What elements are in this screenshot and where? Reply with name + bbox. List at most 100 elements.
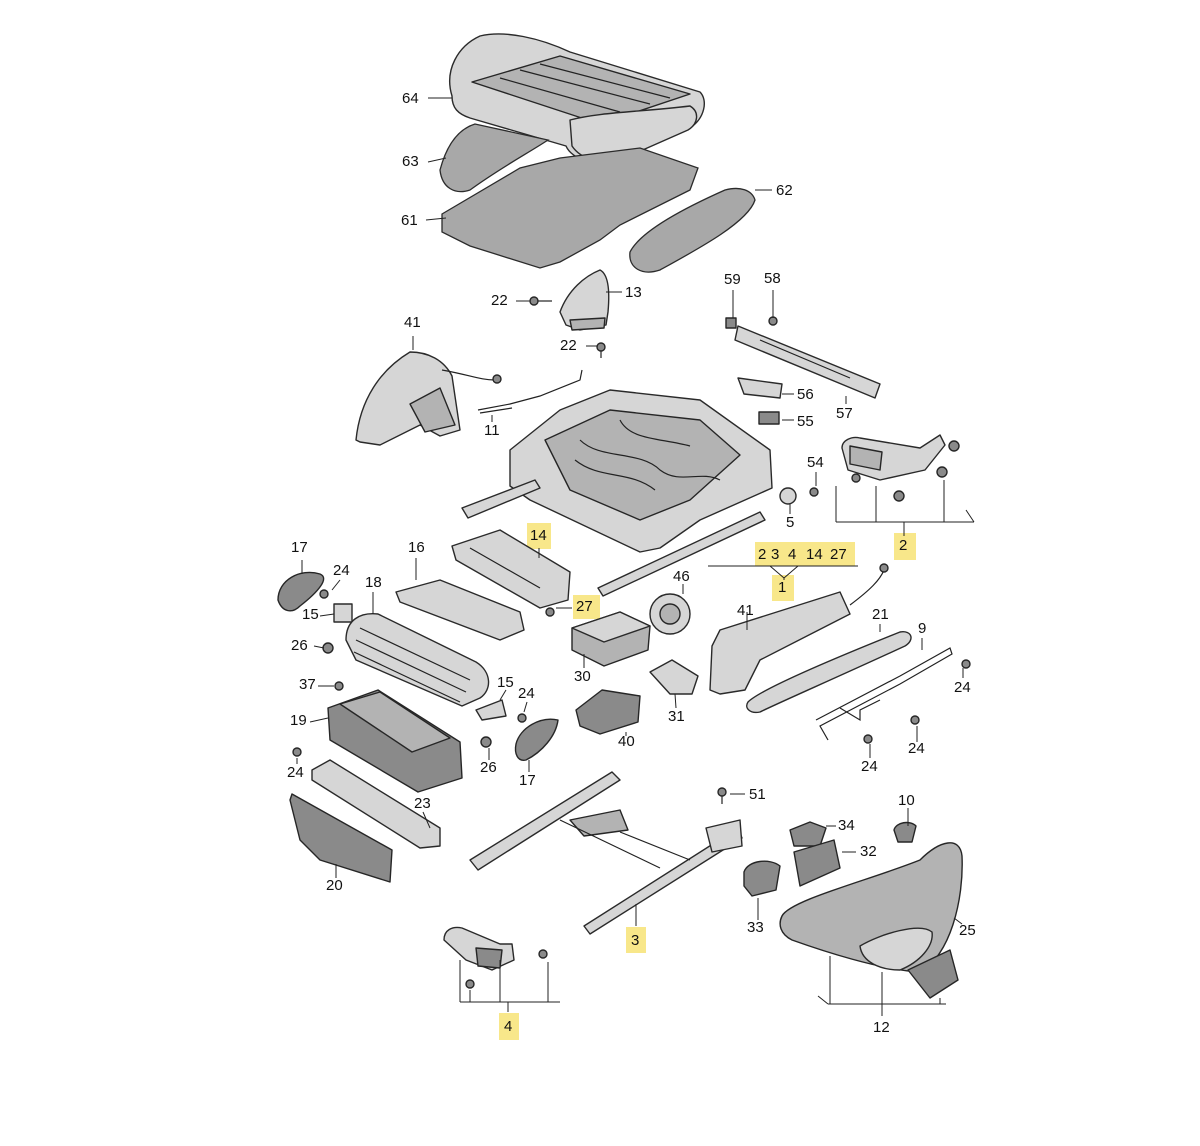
label-41b: 41 (737, 602, 754, 619)
label-61: 61 (401, 212, 418, 229)
label-54: 54 (807, 454, 824, 471)
label-31: 31 (668, 708, 685, 725)
side-panel-part-12 (779, 842, 963, 999)
label-34: 34 (838, 817, 855, 834)
label-27: 27 (576, 598, 593, 615)
label-9: 9 (918, 620, 926, 637)
cover-plate-part-16 (395, 579, 525, 641)
cushion-part-18 (345, 613, 490, 707)
label-15b: 15 (497, 674, 514, 691)
label-1: 1 (778, 579, 786, 596)
label-24b: 24 (954, 679, 971, 696)
label-14: 14 (530, 527, 547, 544)
cushion-cover-part-64 (449, 33, 706, 164)
label-62: 62 (776, 182, 793, 199)
motor-part-4 (443, 926, 548, 989)
seat-rail-assembly-part-3 (469, 771, 743, 935)
label-10: 10 (898, 792, 915, 809)
label-group1-27: 27 (830, 546, 847, 563)
side-trim-part-41a (355, 351, 502, 446)
label-group1-2: 2 (758, 546, 766, 563)
cap-part-5 (779, 487, 797, 505)
screw-part-37 (334, 681, 344, 691)
label-23: 23 (414, 795, 431, 812)
label-17b: 17 (519, 772, 536, 789)
housing-part-14 (451, 529, 571, 609)
label-40: 40 (618, 733, 635, 750)
label-15a: 15 (302, 606, 319, 623)
label-58: 58 (764, 270, 781, 287)
label-21: 21 (872, 606, 889, 623)
switch-part-34 (789, 821, 827, 847)
highlight-3 (626, 927, 646, 953)
seat-rail-part-57 (734, 325, 881, 399)
label-19: 19 (290, 712, 307, 729)
support-part-23 (311, 759, 441, 849)
clip-part-59 (725, 317, 737, 329)
wire-part-11 (477, 369, 583, 414)
label-46: 46 (673, 568, 690, 585)
callout-labels: 64 63 61 62 22 13 22 41 11 59 58 56 55 5… (287, 90, 976, 1036)
screw-part-22a (529, 296, 552, 306)
label-32: 32 (860, 843, 877, 860)
label-63: 63 (402, 153, 419, 170)
label-group1-14: 14 (806, 546, 823, 563)
label-59: 59 (724, 271, 741, 288)
connector-part-55 (758, 411, 780, 425)
highlight-27 (573, 595, 600, 619)
knob-part-33 (743, 860, 781, 897)
label-24c: 24 (518, 685, 535, 702)
cover-bracket-part-13 (559, 269, 610, 331)
screw-part-58 (768, 316, 778, 326)
label-13: 13 (625, 284, 642, 301)
label-20: 20 (326, 877, 343, 894)
side-cover-part-17a (277, 571, 325, 612)
screw-part-24f (863, 734, 873, 744)
screw-part-24e (910, 715, 920, 725)
side-trim-part-41b (709, 563, 889, 695)
switch-part-40 (575, 689, 641, 735)
label-22b: 22 (560, 337, 577, 354)
air-module-part-19 (327, 689, 463, 793)
label-26a: 26 (291, 637, 308, 654)
screw-part-24a (319, 589, 329, 599)
panel-part-20 (289, 793, 393, 883)
screw-part-54 (809, 487, 819, 497)
trim-strip-part-21 (746, 631, 912, 714)
label-18: 18 (365, 574, 382, 591)
highlight-14 (527, 523, 551, 549)
label-37: 37 (299, 676, 316, 693)
screw-part-24c (517, 713, 527, 723)
screw-part-24d (292, 747, 302, 757)
control-unit-part-30 (571, 611, 651, 667)
clip-part-10 (893, 821, 917, 843)
screw-part-22b (596, 342, 606, 358)
label-55: 55 (797, 413, 814, 430)
screw-part-24b (961, 659, 971, 669)
side-padding-part-62 (629, 187, 756, 273)
screw-part-27 (545, 607, 555, 617)
label-24e: 24 (908, 740, 925, 757)
label-26b: 26 (480, 759, 497, 776)
label-33: 33 (747, 919, 764, 936)
label-2: 2 (899, 537, 907, 554)
seat-frame (461, 389, 773, 597)
label-16: 16 (408, 539, 425, 556)
label-24f: 24 (861, 758, 878, 775)
highlight-4 (499, 1013, 519, 1040)
highlight-group-1 (755, 542, 855, 566)
label-11: 11 (484, 422, 500, 439)
bracket-part-56 (737, 377, 783, 399)
label-25: 25 (959, 922, 976, 939)
label-41a: 41 (404, 314, 421, 331)
side-cover-part-17b (514, 718, 559, 761)
label-24d: 24 (287, 764, 304, 781)
highlight-2 (894, 533, 916, 560)
label-22a: 22 (491, 292, 508, 309)
wire-frame-part-9 (815, 647, 953, 741)
label-64: 64 (402, 90, 419, 107)
label-30: 30 (574, 668, 591, 685)
label-57: 57 (836, 405, 853, 422)
